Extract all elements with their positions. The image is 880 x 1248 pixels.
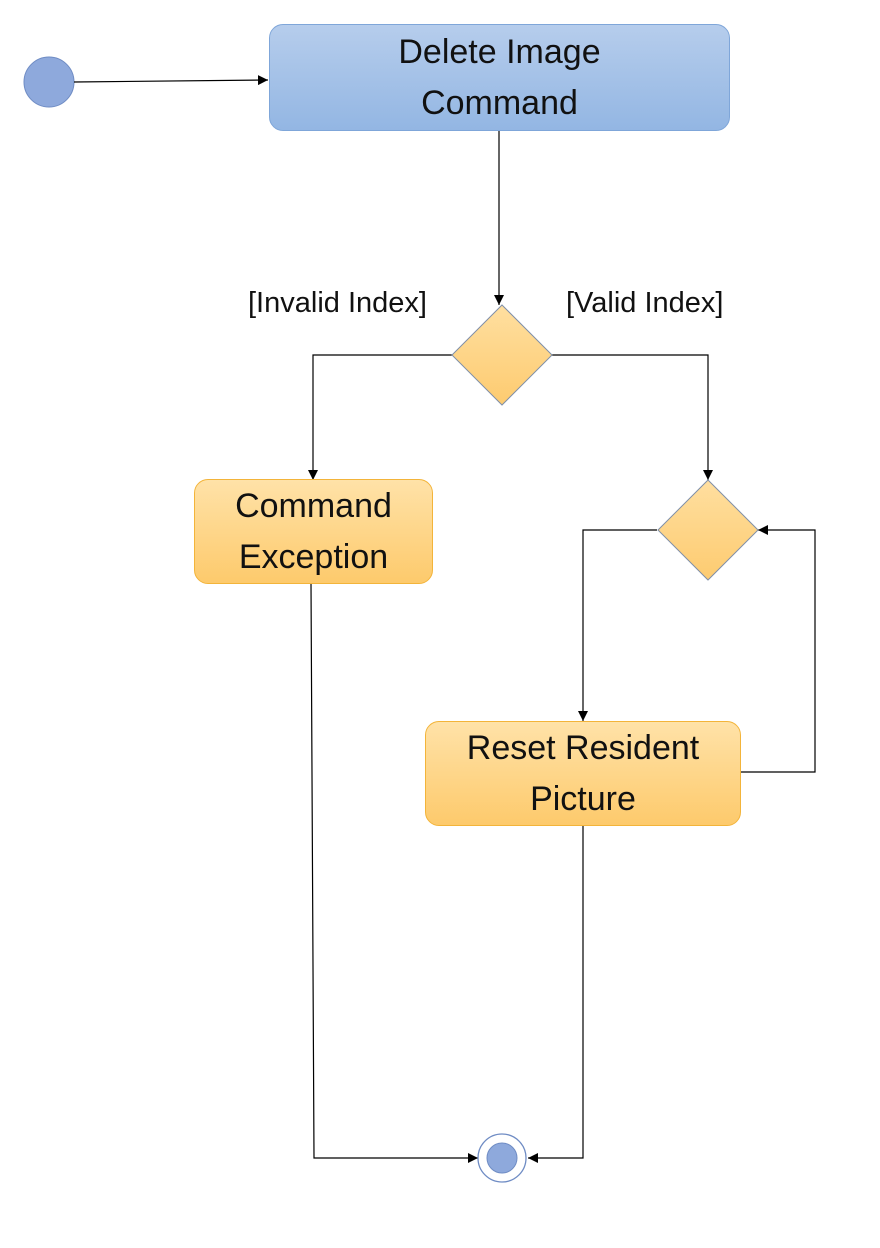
edge-reset-loop-back (741, 525, 816, 773)
command-exception-node: Command Exception (194, 479, 433, 584)
reset-resident-picture-line2: Picture (530, 779, 636, 818)
edge-reset-to-end (528, 826, 584, 1163)
decision-loop (657, 479, 759, 581)
reset-resident-picture-line1: Reset Resident (466, 728, 700, 767)
edge-start-to-delete (73, 75, 269, 86)
final-node-core (486, 1142, 518, 1174)
command-exception-line2: Exception (238, 537, 389, 576)
delete-image-command-line1: Delete Image (398, 32, 601, 71)
edge-exception-to-end (310, 582, 478, 1163)
guard-valid-index: [Valid Index] (566, 287, 724, 319)
edge-invalid-branch (308, 354, 453, 480)
delete-image-command-line2: Command (421, 83, 578, 122)
delete-image-command-node: Delete Image Command (269, 24, 730, 131)
edge-valid-branch (551, 354, 713, 480)
initial-node (23, 56, 75, 108)
edge-loop-to-reset (578, 529, 657, 721)
reset-resident-picture-node: Reset Resident Picture (425, 721, 741, 826)
guard-invalid-index: [Invalid Index] (248, 287, 427, 319)
decision-index-valid (451, 304, 553, 406)
command-exception-line1: Command (235, 486, 392, 525)
